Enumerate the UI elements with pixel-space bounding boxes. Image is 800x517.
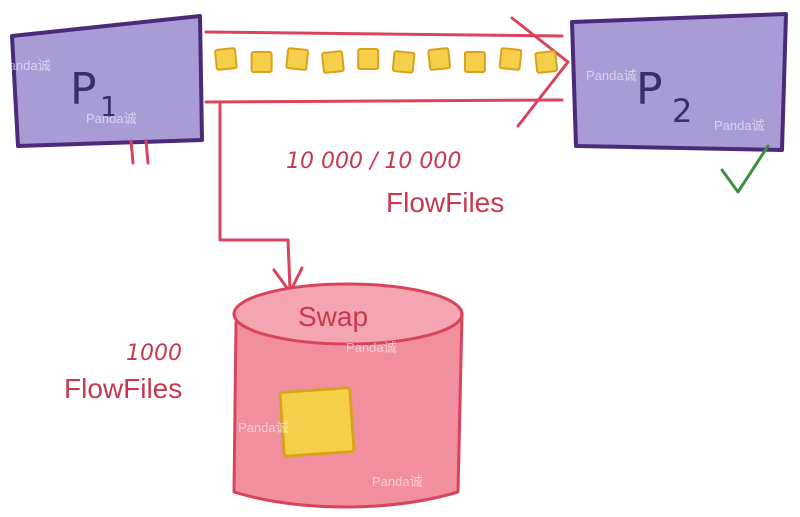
queue-unit-label: FlowFiles (386, 187, 504, 218)
processor-p1-box (10, 14, 204, 148)
queued-flowfile (427, 47, 451, 71)
processor-p2: P 2 Panda诚 Panda诚 (570, 12, 788, 194)
swapped-flowfile (278, 386, 356, 458)
watermark-text: Panda诚 (0, 58, 51, 73)
connection-queue (204, 16, 570, 128)
checkmark-icon (720, 144, 770, 194)
swap-count-label: 1000 (126, 341, 182, 366)
queued-flowfile (357, 48, 380, 70)
processor-p1-subscript: 1 (100, 90, 118, 123)
swap-cylinder-top (232, 282, 464, 346)
swap-arrow-line (218, 102, 292, 292)
queued-flowfile (498, 47, 523, 71)
processor-p2-subscript: 2 (672, 92, 692, 130)
queue-count-label: 10 000 / 10 000 (286, 149, 461, 174)
swap-title: Swap (298, 301, 368, 332)
processor-p1: P 1 Panda诚 (10, 14, 204, 165)
swap-storage: Swap Panda诚 Panda诚 Panda诚 (232, 282, 464, 509)
processor-p1-label: P (70, 64, 97, 115)
queue-flowfiles (214, 47, 559, 74)
watermark-text: Panda诚 (714, 118, 765, 133)
queued-flowfile (250, 51, 273, 73)
queued-flowfile (321, 50, 345, 74)
queued-flowfile (391, 50, 416, 74)
back-pressure-mark-icon (129, 139, 150, 165)
watermark-text: Panda诚 (586, 68, 637, 83)
processor-p2-label: P (636, 64, 663, 115)
queued-flowfile (214, 47, 238, 71)
queue-bottom-line (204, 98, 564, 104)
watermark-text: Panda诚 (372, 474, 423, 489)
queued-flowfile (285, 47, 309, 71)
queued-flowfile (534, 50, 559, 74)
queued-flowfile (463, 51, 486, 73)
swap-unit-label: FlowFiles (64, 373, 182, 404)
swap-arrow (218, 102, 304, 294)
queue-arrowhead-icon (510, 16, 570, 128)
watermark-text: Panda诚 (238, 420, 289, 435)
watermark-text: Panda诚 (346, 340, 397, 355)
watermark-text: Panda诚 (86, 111, 137, 126)
processor-p2-box (570, 12, 788, 152)
queue-top-line (204, 30, 564, 38)
